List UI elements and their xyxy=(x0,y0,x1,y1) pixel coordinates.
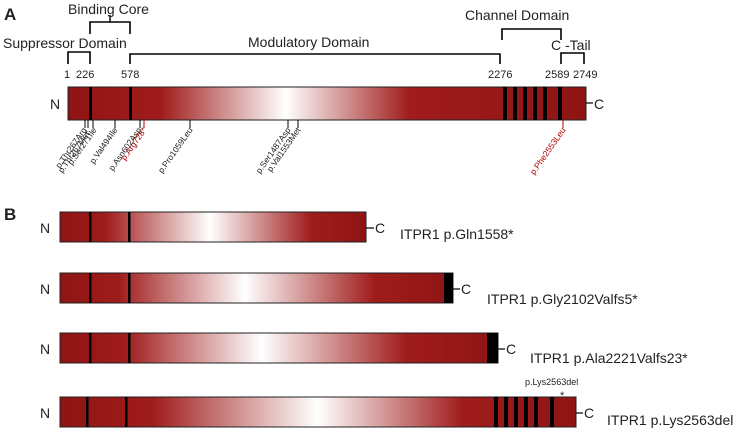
variant-label-pathogenic: p.Phe2553Leu xyxy=(528,125,568,176)
construct-c-terminus: C xyxy=(375,220,385,236)
variant-label: p.Pro1059Leu xyxy=(156,125,195,175)
protein-bar-full xyxy=(67,86,587,121)
panel-a-c-terminus: C xyxy=(594,96,604,112)
ctail-bracket xyxy=(560,52,585,64)
construct-n-terminus: N xyxy=(40,405,50,421)
construct-lys2563del xyxy=(59,396,577,428)
deletion-marker-star: * xyxy=(560,390,565,402)
construct-n-terminus: N xyxy=(40,281,50,297)
construct-n-terminus: N xyxy=(40,220,50,236)
construct-c-terminus: C xyxy=(461,281,471,297)
construct-ala2221valfs23 xyxy=(59,332,499,364)
position-2749: 2749 xyxy=(573,69,597,81)
construct-name: ITPR1 p.Gly2102Valfs5* xyxy=(487,291,638,307)
suppressor-bracket xyxy=(67,51,91,64)
variant-ticks xyxy=(84,120,564,128)
c-tail-label: C -Tail xyxy=(551,37,591,53)
construct-name: ITPR1 p.Ala2221Valfs23* xyxy=(530,350,688,366)
panel-a-label: A xyxy=(4,5,16,24)
binding-core-bracket xyxy=(89,15,131,34)
channel-domain-label: Channel Domain xyxy=(465,7,569,23)
construct-name: ITPR1 p.Lys2563del xyxy=(607,412,733,428)
construct-name: ITPR1 p.Gln1558* xyxy=(400,226,514,242)
modulatory-bracket xyxy=(129,53,501,64)
binding-core-label: Binding Core xyxy=(68,1,149,17)
construct-gln1558 xyxy=(59,211,367,243)
deletion-marker-label: p.Lys2563del xyxy=(525,377,578,387)
panel-b-label: B xyxy=(4,205,16,224)
modulatory-domain-label: Modulatory Domain xyxy=(248,34,369,50)
construct-c-terminus: C xyxy=(506,341,516,357)
position-1: 1 xyxy=(64,69,70,81)
position-578: 578 xyxy=(121,69,139,81)
construct-n-terminus: N xyxy=(40,341,50,357)
panel-a-n-terminus: N xyxy=(50,96,60,112)
position-2589: 2589 xyxy=(545,69,569,81)
construct-gly2102valfs5 xyxy=(59,272,454,304)
construct-c-terminus: C xyxy=(584,405,594,421)
channel-bracket xyxy=(501,28,562,40)
position-226: 226 xyxy=(76,69,94,81)
position-2276: 2276 xyxy=(488,69,512,81)
suppressor-domain-label: Suppressor Domain xyxy=(3,35,127,51)
